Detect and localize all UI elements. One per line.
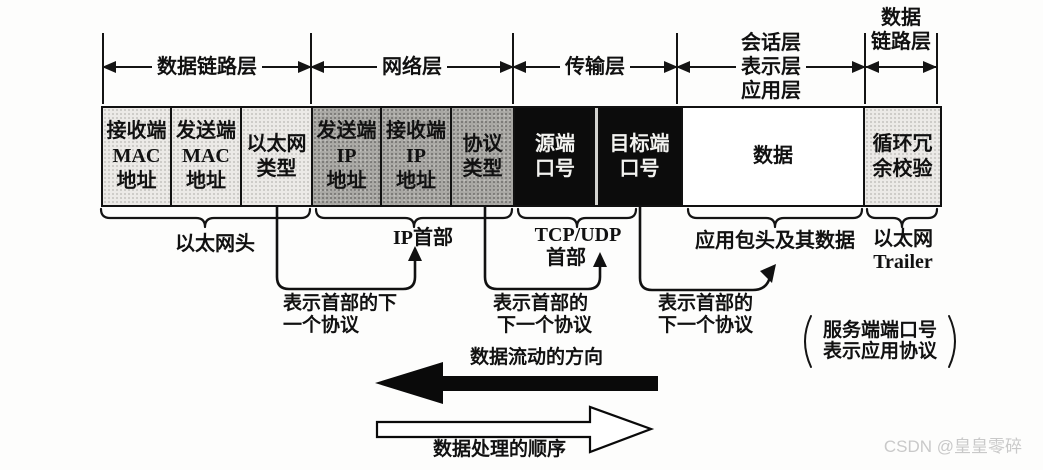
layer-label: 网络层 xyxy=(382,56,442,78)
right-arrow-line xyxy=(806,66,865,68)
section-label-tcp-udp-header: TCP/UDP 首部 xyxy=(534,224,622,269)
field-sender-ip-address: 发送端 IP 地址 xyxy=(313,108,382,205)
layer-label: 数据链路层 xyxy=(157,56,257,78)
layer-span-network: 网络层 xyxy=(311,54,513,80)
layer-span-data-link-right xyxy=(866,54,936,80)
ethernet-trailer-brace xyxy=(865,207,939,229)
next-protocol-note-ethertype: 表示首部的下 一个协议 xyxy=(283,293,398,336)
field-data: 数据 xyxy=(683,108,865,205)
server-port-note: 服务端端口号 表示应用协议 xyxy=(822,320,937,362)
field-destination-port: 目标端 口号 xyxy=(598,108,683,205)
next-protocol-note-port: 表示首部的 下一个协议 xyxy=(658,293,754,336)
app-arrowhead xyxy=(760,264,776,283)
right-arrow-line xyxy=(262,66,311,68)
field-receiver-ip-address: 接收端 IP 地址 xyxy=(382,108,452,205)
section-label-ethernet-header: 以太网头 xyxy=(175,233,255,255)
layer-label-data-link-right: 数据 链路层 xyxy=(871,7,931,53)
data-flow-direction-label: 数据流动的方向 xyxy=(470,347,604,368)
note-left-paren xyxy=(804,315,812,368)
left-arrow-line xyxy=(311,66,377,68)
ethernet-frame-row: 接收端 MAC 地址 发送端 MAC 地址 以太网 类型 发送端 IP 地址 接… xyxy=(101,106,942,207)
section-label-app-header-and-data: 应用包头及其数据 xyxy=(695,230,855,252)
layer-span-transport: 传输层 xyxy=(513,54,677,80)
left-arrow-line xyxy=(513,66,560,68)
layer-span-session-presentation-application: 会话层 表示层 应用层 xyxy=(677,30,865,104)
ip-header-brace xyxy=(314,207,514,229)
section-label-ip-header: IP首部 xyxy=(393,227,453,249)
layer-label: 会话层 表示层 应用层 xyxy=(741,32,801,102)
field-source-port: 源端 口号 xyxy=(515,108,598,205)
processing-order-label: 数据处理的顺序 xyxy=(433,439,567,460)
right-arrow-line xyxy=(630,66,677,68)
next-protocol-note-protocol-field: 表示首部的 下一个协议 xyxy=(493,293,593,336)
section-label-ethernet-trailer: 以太网 Trailer xyxy=(873,228,933,273)
double-arrow-line xyxy=(866,66,936,68)
right-arrow-line xyxy=(447,66,513,68)
csdn-watermark: CSDN @皇皇零碎 xyxy=(883,437,1022,456)
ruler-tick xyxy=(936,33,938,104)
layer-label: 传输层 xyxy=(565,56,625,78)
left-arrow-line xyxy=(677,66,736,68)
field-protocol-type: 协议 类型 xyxy=(452,108,515,205)
field-crc: 循环冗 余校验 xyxy=(865,108,940,205)
field-receiver-mac-address: 接收端 MAC 地址 xyxy=(103,108,172,205)
app-data-brace xyxy=(686,207,864,229)
note-right-paren xyxy=(948,315,956,368)
field-sender-mac-address: 发送端 MAC 地址 xyxy=(172,108,242,205)
ethernet-header-brace xyxy=(99,207,312,229)
layer-span-data-link-left: 数据链路层 xyxy=(103,54,311,80)
left-arrow-line xyxy=(103,66,152,68)
field-ethernet-type: 以太网 类型 xyxy=(242,108,313,205)
